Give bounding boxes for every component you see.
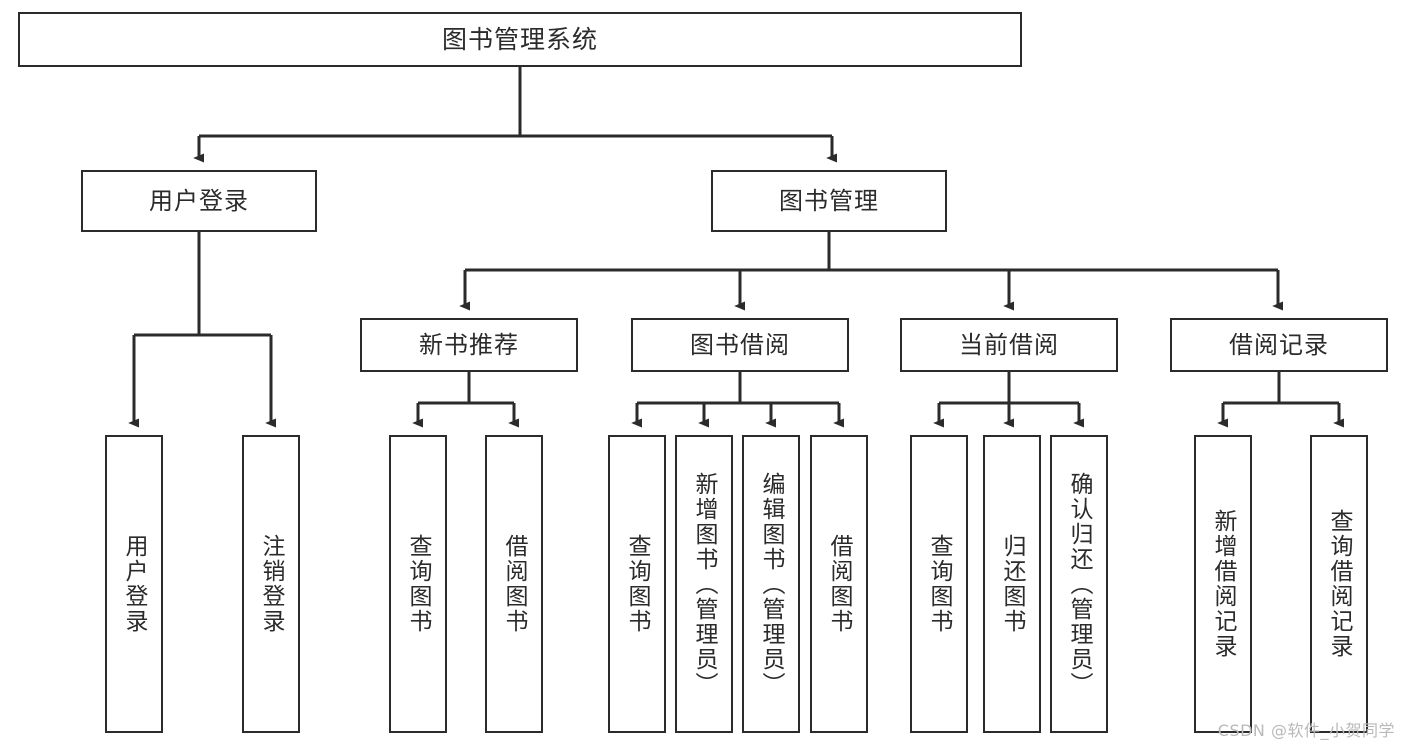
leaf-user-login[interactable]: 用户登录 (105, 435, 163, 733)
leaf-user-logout[interactable]: 注销登录 (242, 435, 300, 733)
node-label: 新增借阅记录 (1210, 509, 1237, 659)
leaf-query-book-current[interactable]: 查询图书 (910, 435, 968, 733)
node-user-login[interactable]: 用户登录 (81, 170, 317, 232)
node-label: 借阅图书 (826, 534, 853, 634)
leaf-add-book-admin[interactable]: 新增图书（管理员） (675, 435, 733, 733)
node-label: 注销登录 (258, 534, 285, 634)
node-label: 图书管理 (779, 186, 879, 215)
node-label: 当前借阅 (959, 330, 1059, 359)
node-label: 确认归还（管理员） (1066, 471, 1093, 697)
node-label: 查询图书 (405, 534, 432, 634)
node-borrow-record[interactable]: 借阅记录 (1170, 318, 1388, 372)
leaf-query-book-borrow[interactable]: 查询图书 (608, 435, 666, 733)
leaf-borrow-book[interactable]: 借阅图书 (810, 435, 868, 733)
leaf-add-borrow-record[interactable]: 新增借阅记录 (1194, 435, 1252, 733)
node-label: 查询借阅记录 (1326, 509, 1353, 659)
node-label: 查询图书 (624, 534, 651, 634)
node-label: 用户登录 (121, 534, 148, 634)
node-label: 借阅记录 (1229, 330, 1329, 359)
node-label: 图书借阅 (690, 330, 790, 359)
node-book-management[interactable]: 图书管理 (711, 170, 947, 232)
node-label: 新书推荐 (419, 330, 519, 359)
leaf-confirm-return-admin[interactable]: 确认归还（管理员） (1050, 435, 1108, 733)
node-label: 借阅图书 (501, 534, 528, 634)
node-label: 编辑图书（管理员） (758, 471, 785, 697)
leaf-borrow-book-recommend[interactable]: 借阅图书 (485, 435, 543, 733)
node-label: 图书管理系统 (441, 24, 598, 54)
leaf-edit-book-admin[interactable]: 编辑图书（管理员） (742, 435, 800, 733)
node-new-book-recommend[interactable]: 新书推荐 (360, 318, 578, 372)
node-current-borrow[interactable]: 当前借阅 (900, 318, 1118, 372)
leaf-query-borrow-record[interactable]: 查询借阅记录 (1310, 435, 1368, 733)
node-label: 新增图书（管理员） (691, 471, 718, 697)
node-root-system[interactable]: 图书管理系统 (18, 12, 1022, 67)
node-book-borrow[interactable]: 图书借阅 (631, 318, 849, 372)
watermark-text: CSDN @软件_小贺同学 (1217, 721, 1395, 740)
node-label: 查询图书 (926, 534, 953, 634)
leaf-query-book-recommend[interactable]: 查询图书 (389, 435, 447, 733)
node-label: 归还图书 (999, 534, 1026, 634)
node-label: 用户登录 (149, 186, 249, 215)
leaf-return-book[interactable]: 归还图书 (983, 435, 1041, 733)
